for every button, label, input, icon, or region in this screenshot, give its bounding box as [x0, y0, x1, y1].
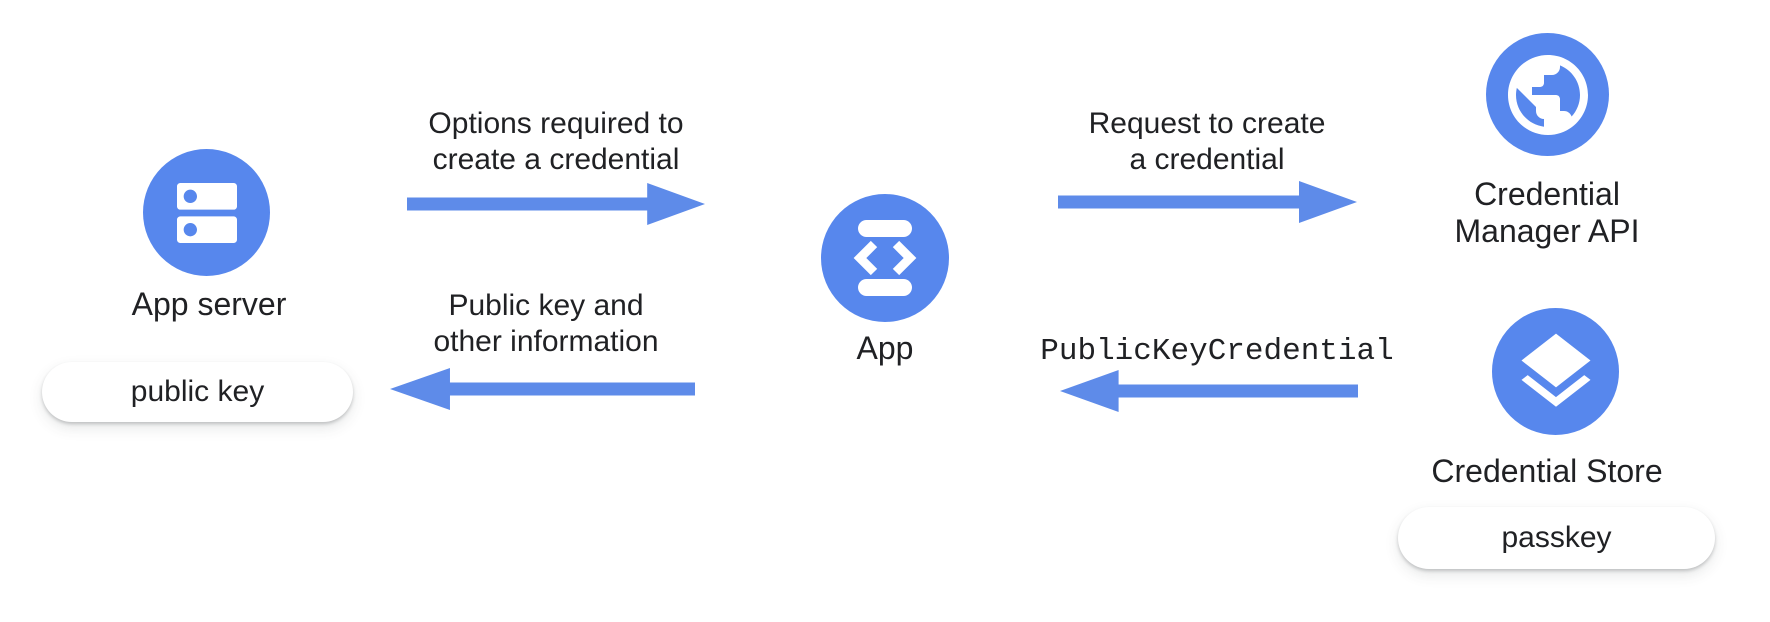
public-key-info-label-line2: other information	[433, 325, 659, 358]
request-arrow-label-line2: a credential	[1129, 143, 1285, 176]
public-key-pill: public key	[42, 362, 353, 422]
options-arrow	[407, 183, 706, 225]
passkey-pill: passkey	[1398, 507, 1715, 569]
publickeycredential-label: PublicKeyCredential	[1040, 334, 1394, 369]
public-key-pill-label: public key	[130, 375, 265, 408]
app-circle	[821, 194, 949, 322]
public-key-info-arrow-label: Public key and other information	[371, 288, 721, 360]
layers-icon	[1521, 333, 1590, 407]
credential-store-label: Credential Store	[1431, 453, 1663, 489]
credential-manager-label: Credential Manager API	[1397, 176, 1697, 250]
options-arrow-label-line2: create a credential	[432, 143, 680, 176]
credential-store-circle	[1492, 308, 1619, 435]
public-key-info-arrow	[390, 368, 695, 410]
options-arrow-label: Options required to create a credential	[381, 106, 731, 178]
credential-manager-circle	[1486, 33, 1609, 156]
credential-manager-label-line1: Credential	[1474, 176, 1620, 212]
app-label: App	[856, 330, 914, 366]
request-arrow	[1058, 181, 1357, 223]
phone-code-icon	[853, 220, 917, 296]
app-server-label: App server	[131, 286, 287, 322]
request-arrow-label-line1: Request to create	[1088, 107, 1326, 140]
public-key-info-label-line1: Public key and	[448, 289, 644, 322]
options-arrow-label-line1: Options required to	[428, 107, 684, 140]
credential-manager-label-line2: Manager API	[1454, 213, 1640, 249]
app-server-circle	[143, 149, 270, 276]
request-arrow-label: Request to create a credential	[1032, 106, 1382, 178]
server-icon	[176, 182, 237, 243]
passkey-pill-label: passkey	[1501, 521, 1612, 554]
globe-icon	[1507, 54, 1588, 135]
publickeycredential-arrow	[1060, 370, 1358, 412]
